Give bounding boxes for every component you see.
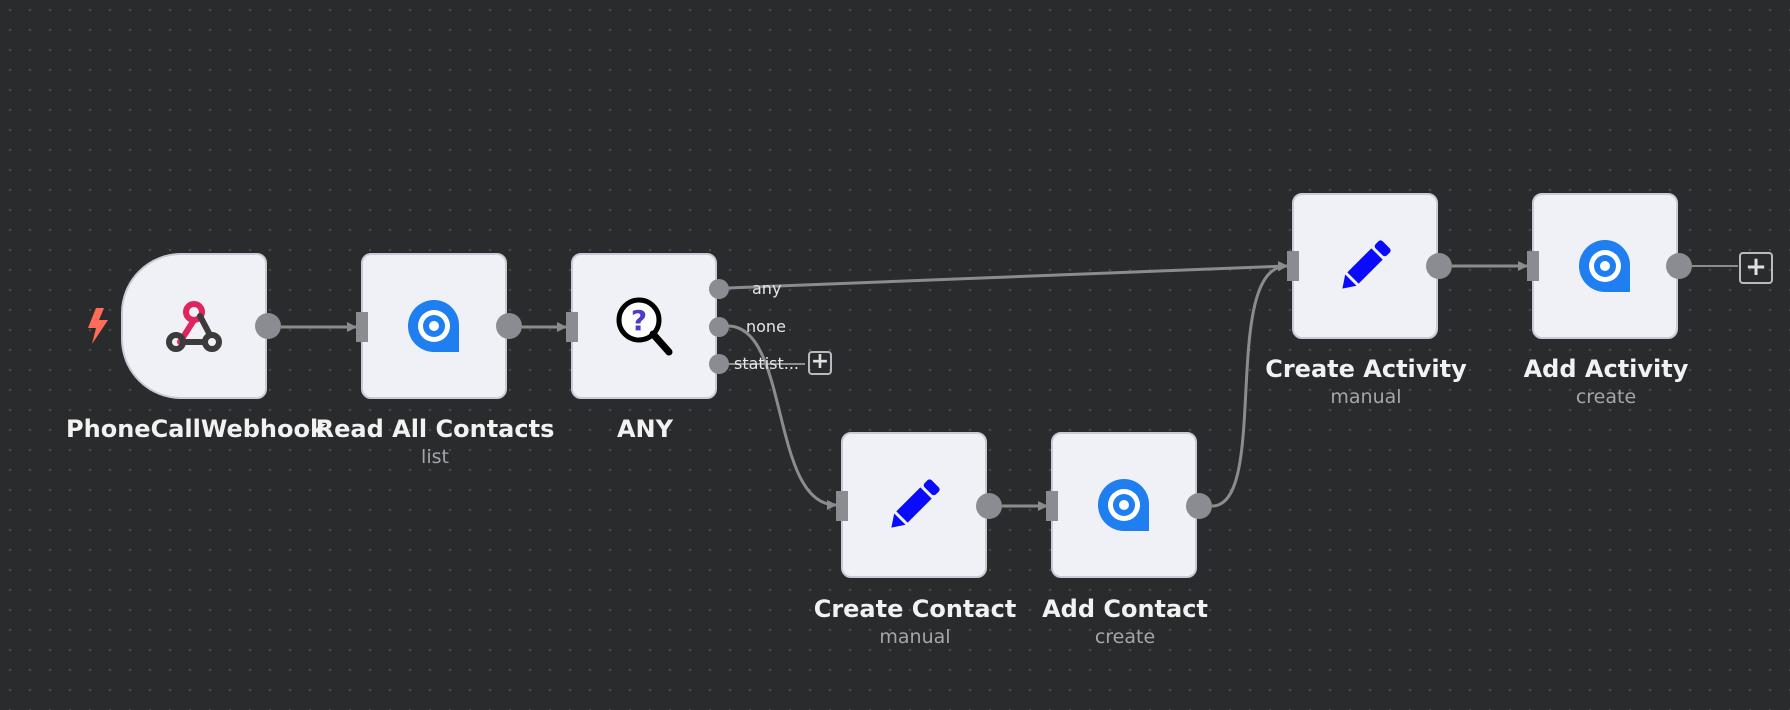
node-label-create-contact: Create Contact	[813, 595, 1017, 623]
input-handle-create-contact[interactable]	[836, 491, 848, 521]
webhook-icon	[166, 301, 222, 352]
add-node-button-end[interactable]: +	[1739, 252, 1773, 284]
edge-add-contact-to-create-activity	[1211, 261, 1288, 508]
question-magnifier-icon: ?	[616, 297, 673, 356]
node-label-webhook: PhoneCallWebhook	[66, 415, 326, 443]
service-logo-icon	[408, 300, 459, 352]
input-handle-add-contact[interactable]	[1046, 491, 1058, 521]
node-label-add-contact: Add Contact	[1042, 595, 1208, 623]
node-subtitle-read: list	[421, 446, 449, 468]
input-handle-add-activity[interactable]	[1527, 251, 1539, 281]
output-label-any: any	[752, 279, 782, 298]
node-subtitle-add-activity: create	[1575, 386, 1637, 408]
input-handle-any[interactable]	[566, 312, 578, 342]
pencil-icon	[891, 479, 940, 528]
output-handle-create-contact[interactable]	[976, 493, 1002, 519]
output-handle-any-statistics[interactable]	[709, 354, 729, 374]
node-label-add-activity: Add Activity	[1523, 355, 1689, 383]
node-subtitle-add-contact: create	[1094, 626, 1156, 648]
edge-any-to-create-activity	[727, 261, 1288, 290]
node-read-all-contacts[interactable]	[361, 253, 507, 399]
trigger-bolt-icon	[88, 308, 108, 344]
node-label-create-activity: Create Activity	[1265, 355, 1467, 383]
node-add-contact[interactable]	[1051, 432, 1197, 578]
node-create-activity[interactable]	[1292, 193, 1438, 339]
output-label-statistics: statist...	[734, 354, 799, 373]
output-label-none: none	[746, 317, 786, 336]
service-logo-icon	[1098, 479, 1149, 531]
node-label-any: ANY	[616, 415, 674, 443]
add-node-button-statistics[interactable]: +	[808, 351, 832, 375]
output-handle-read[interactable]	[496, 313, 522, 339]
node-create-contact[interactable]	[841, 432, 987, 578]
output-handle-any-none[interactable]	[709, 317, 729, 337]
output-handle-create-activity[interactable]	[1426, 253, 1452, 279]
svg-text:?: ?	[631, 304, 647, 337]
input-handle-read[interactable]	[356, 312, 368, 342]
output-handle-add-activity[interactable]	[1666, 253, 1692, 279]
node-any[interactable]: ?	[571, 253, 717, 399]
output-handle-any-any[interactable]	[709, 279, 729, 299]
node-phonecall-webhook[interactable]	[121, 253, 267, 399]
node-add-activity[interactable]	[1532, 193, 1678, 339]
pencil-icon	[1342, 240, 1391, 289]
edge-any-none-to-create-contact	[727, 324, 837, 510]
output-handle-add-contact[interactable]	[1186, 493, 1212, 519]
input-handle-create-activity[interactable]	[1287, 251, 1299, 281]
service-logo-icon	[1579, 240, 1630, 292]
node-subtitle-create-activity: manual	[1330, 386, 1402, 408]
node-subtitle-create-contact: manual	[879, 626, 951, 648]
output-handle-webhook[interactable]	[255, 313, 281, 339]
node-label-read: Read All Contacts	[315, 415, 555, 443]
